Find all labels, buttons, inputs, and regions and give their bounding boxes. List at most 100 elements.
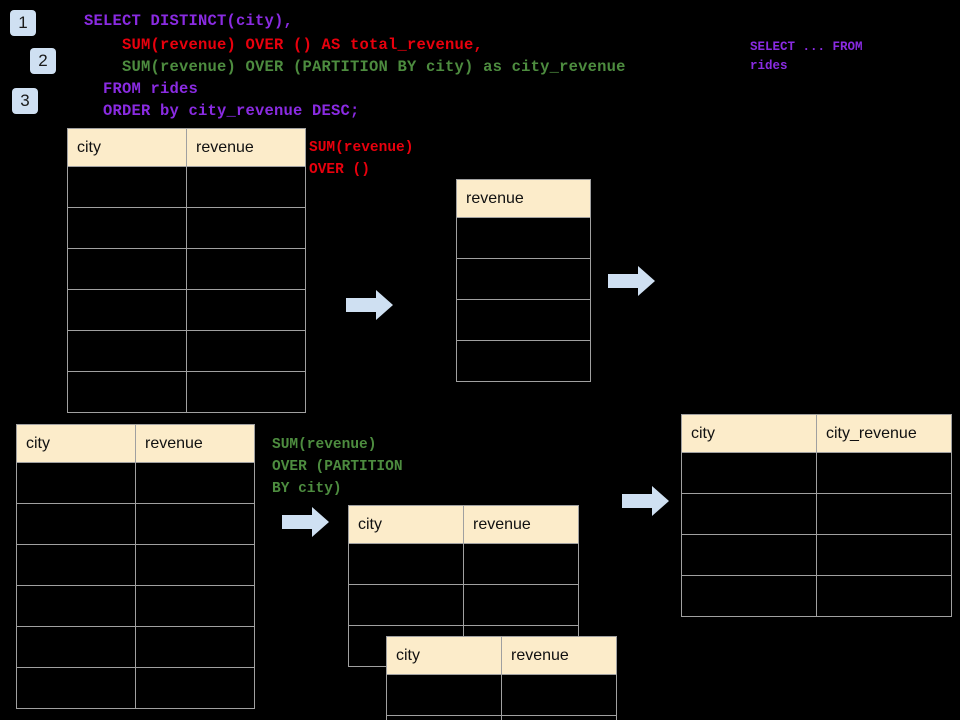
table-cell [135, 626, 255, 668]
table-cell [135, 667, 255, 709]
table-header-row: revenue [456, 179, 591, 218]
column-header-revenue: revenue [135, 424, 255, 463]
table-row [456, 258, 591, 300]
column-header-city: city [16, 424, 136, 463]
table-row [386, 674, 617, 716]
table-row [16, 626, 255, 668]
table-body [681, 452, 952, 617]
table-row [348, 543, 579, 585]
table-cell [501, 674, 617, 716]
table-cell [16, 503, 136, 545]
table-row [681, 534, 952, 576]
step-badge-1: 1 [10, 10, 36, 36]
query-line-from: FROM rides [84, 80, 199, 98]
table-row [456, 340, 591, 382]
table-cell [186, 207, 306, 249]
table-row [348, 584, 579, 626]
table-row [386, 715, 617, 720]
table-row [16, 503, 255, 545]
arrow-rides-to-partition [282, 505, 330, 544]
arrow-total-revenue-to-result [608, 264, 656, 303]
query-line-select: SELECT DISTINCT(city), [84, 12, 294, 30]
table-cell [456, 258, 591, 300]
column-header-revenue: revenue [186, 128, 306, 167]
table-cell [186, 371, 306, 413]
table-cell [16, 544, 136, 586]
table-cell [456, 299, 591, 341]
column-header-city: city [681, 414, 817, 453]
table-cell [67, 330, 187, 372]
table-cell [386, 715, 502, 720]
query-line-order-by: ORDER by city_revenue DESC; [84, 102, 360, 120]
table-cell [463, 543, 579, 585]
table-cell [186, 166, 306, 208]
table-cell [681, 452, 817, 494]
table-cell [186, 248, 306, 290]
table-body [456, 217, 591, 382]
arrow-partition-to-result [622, 484, 670, 523]
partition-group-table-front: city revenue [386, 636, 617, 720]
column-header-city-revenue: city_revenue [816, 414, 952, 453]
query-line-total-revenue: SUM(revenue) OVER () AS total_revenue, [84, 36, 484, 54]
table-cell [135, 585, 255, 627]
table-cell [816, 534, 952, 576]
table-cell [16, 626, 136, 668]
table-cell [186, 289, 306, 331]
table-cell [681, 534, 817, 576]
table-row [16, 585, 255, 627]
table-cell [135, 462, 255, 504]
table-header-row: city revenue [348, 505, 579, 544]
table-cell [135, 503, 255, 545]
table-cell [816, 575, 952, 617]
table-cell [348, 584, 464, 626]
table-cell [348, 543, 464, 585]
table-row [681, 575, 952, 617]
table-row [16, 462, 255, 504]
step-badge-2: 2 [30, 48, 56, 74]
city-revenue-result-table: city city_revenue [681, 414, 952, 617]
table-body [386, 674, 617, 720]
table-cell [67, 248, 187, 290]
column-header-city: city [348, 505, 464, 544]
table-cell [16, 585, 136, 627]
table-header-row: city revenue [386, 636, 617, 675]
column-header-revenue: revenue [501, 636, 617, 675]
column-header-city: city [386, 636, 502, 675]
table-cell [135, 544, 255, 586]
table-cell [186, 330, 306, 372]
total-revenue-table: revenue [456, 179, 591, 382]
table-cell [463, 584, 579, 626]
table-row [67, 289, 306, 331]
table-cell [456, 340, 591, 382]
table-row [67, 207, 306, 249]
table-row [681, 493, 952, 535]
arrow-rides-to-total-revenue [346, 288, 394, 327]
column-header-revenue: revenue [463, 505, 579, 544]
table-cell [456, 217, 591, 259]
table-cell [67, 207, 187, 249]
table-row [67, 330, 306, 372]
table-header-row: city revenue [67, 128, 306, 167]
table-cell [386, 674, 502, 716]
table-row [16, 667, 255, 709]
annotation-over-empty: SUM(revenue) OVER () [309, 140, 414, 178]
table-cell [16, 667, 136, 709]
table-row [67, 166, 306, 208]
side-note-select-from-rides: SELECT ... FROM rides [750, 40, 863, 73]
table-cell [67, 166, 187, 208]
column-header-revenue: revenue [456, 179, 591, 218]
table-cell [67, 289, 187, 331]
table-row [456, 299, 591, 341]
table-row [456, 217, 591, 259]
table-cell [681, 575, 817, 617]
table-cell [681, 493, 817, 535]
rides-source-table-top: city revenue [67, 128, 306, 413]
table-row [67, 248, 306, 290]
table-cell [816, 452, 952, 494]
table-row [16, 544, 255, 586]
table-header-row: city city_revenue [681, 414, 952, 453]
table-row [681, 452, 952, 494]
table-cell [816, 493, 952, 535]
table-cell [501, 715, 617, 720]
